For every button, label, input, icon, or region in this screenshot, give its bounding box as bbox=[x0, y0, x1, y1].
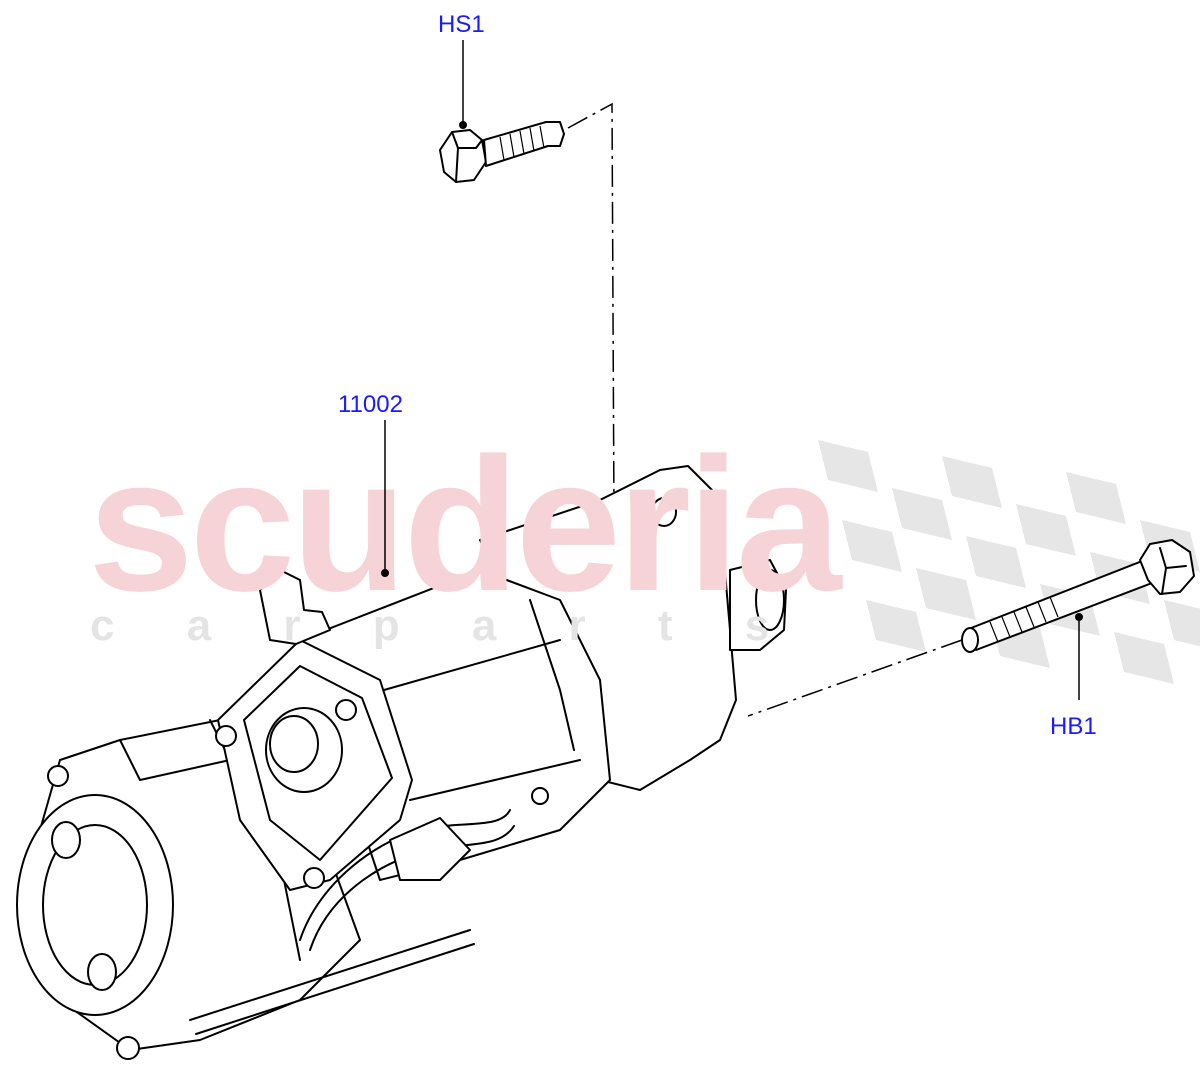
callout-hs1[interactable]: HS1 bbox=[438, 11, 485, 129]
flag-square bbox=[866, 600, 926, 652]
bolt-hb1[interactable] bbox=[961, 539, 1195, 653]
watermark: scuderia c a r p a r t s bbox=[88, 419, 847, 650]
callout-hb1-label[interactable]: HB1 bbox=[1050, 713, 1097, 740]
bolt-hs1[interactable] bbox=[439, 121, 565, 183]
flag-square bbox=[916, 568, 976, 620]
flag-square bbox=[1114, 632, 1174, 684]
flag-square bbox=[842, 520, 902, 572]
flag-square bbox=[892, 488, 952, 540]
flag-square bbox=[966, 536, 1026, 588]
starter-motor-11002[interactable] bbox=[16, 465, 787, 1060]
flag-square bbox=[1164, 600, 1200, 647]
flag-square bbox=[818, 440, 878, 492]
flag-square bbox=[1066, 472, 1126, 524]
callout-hs1-label[interactable]: HS1 bbox=[438, 11, 485, 38]
callout-hb1[interactable]: HB1 bbox=[1050, 613, 1097, 740]
assembly-guide-lines bbox=[567, 102, 963, 717]
watermark-sub-text: c a r p a r t s bbox=[90, 601, 799, 650]
flag-square bbox=[942, 456, 1002, 508]
flag-square bbox=[1016, 504, 1076, 556]
callout-11002-label[interactable]: 11002 bbox=[338, 391, 403, 418]
watermark-main-text: scuderia bbox=[88, 419, 843, 631]
callout-11002[interactable]: 11002 bbox=[338, 391, 403, 577]
